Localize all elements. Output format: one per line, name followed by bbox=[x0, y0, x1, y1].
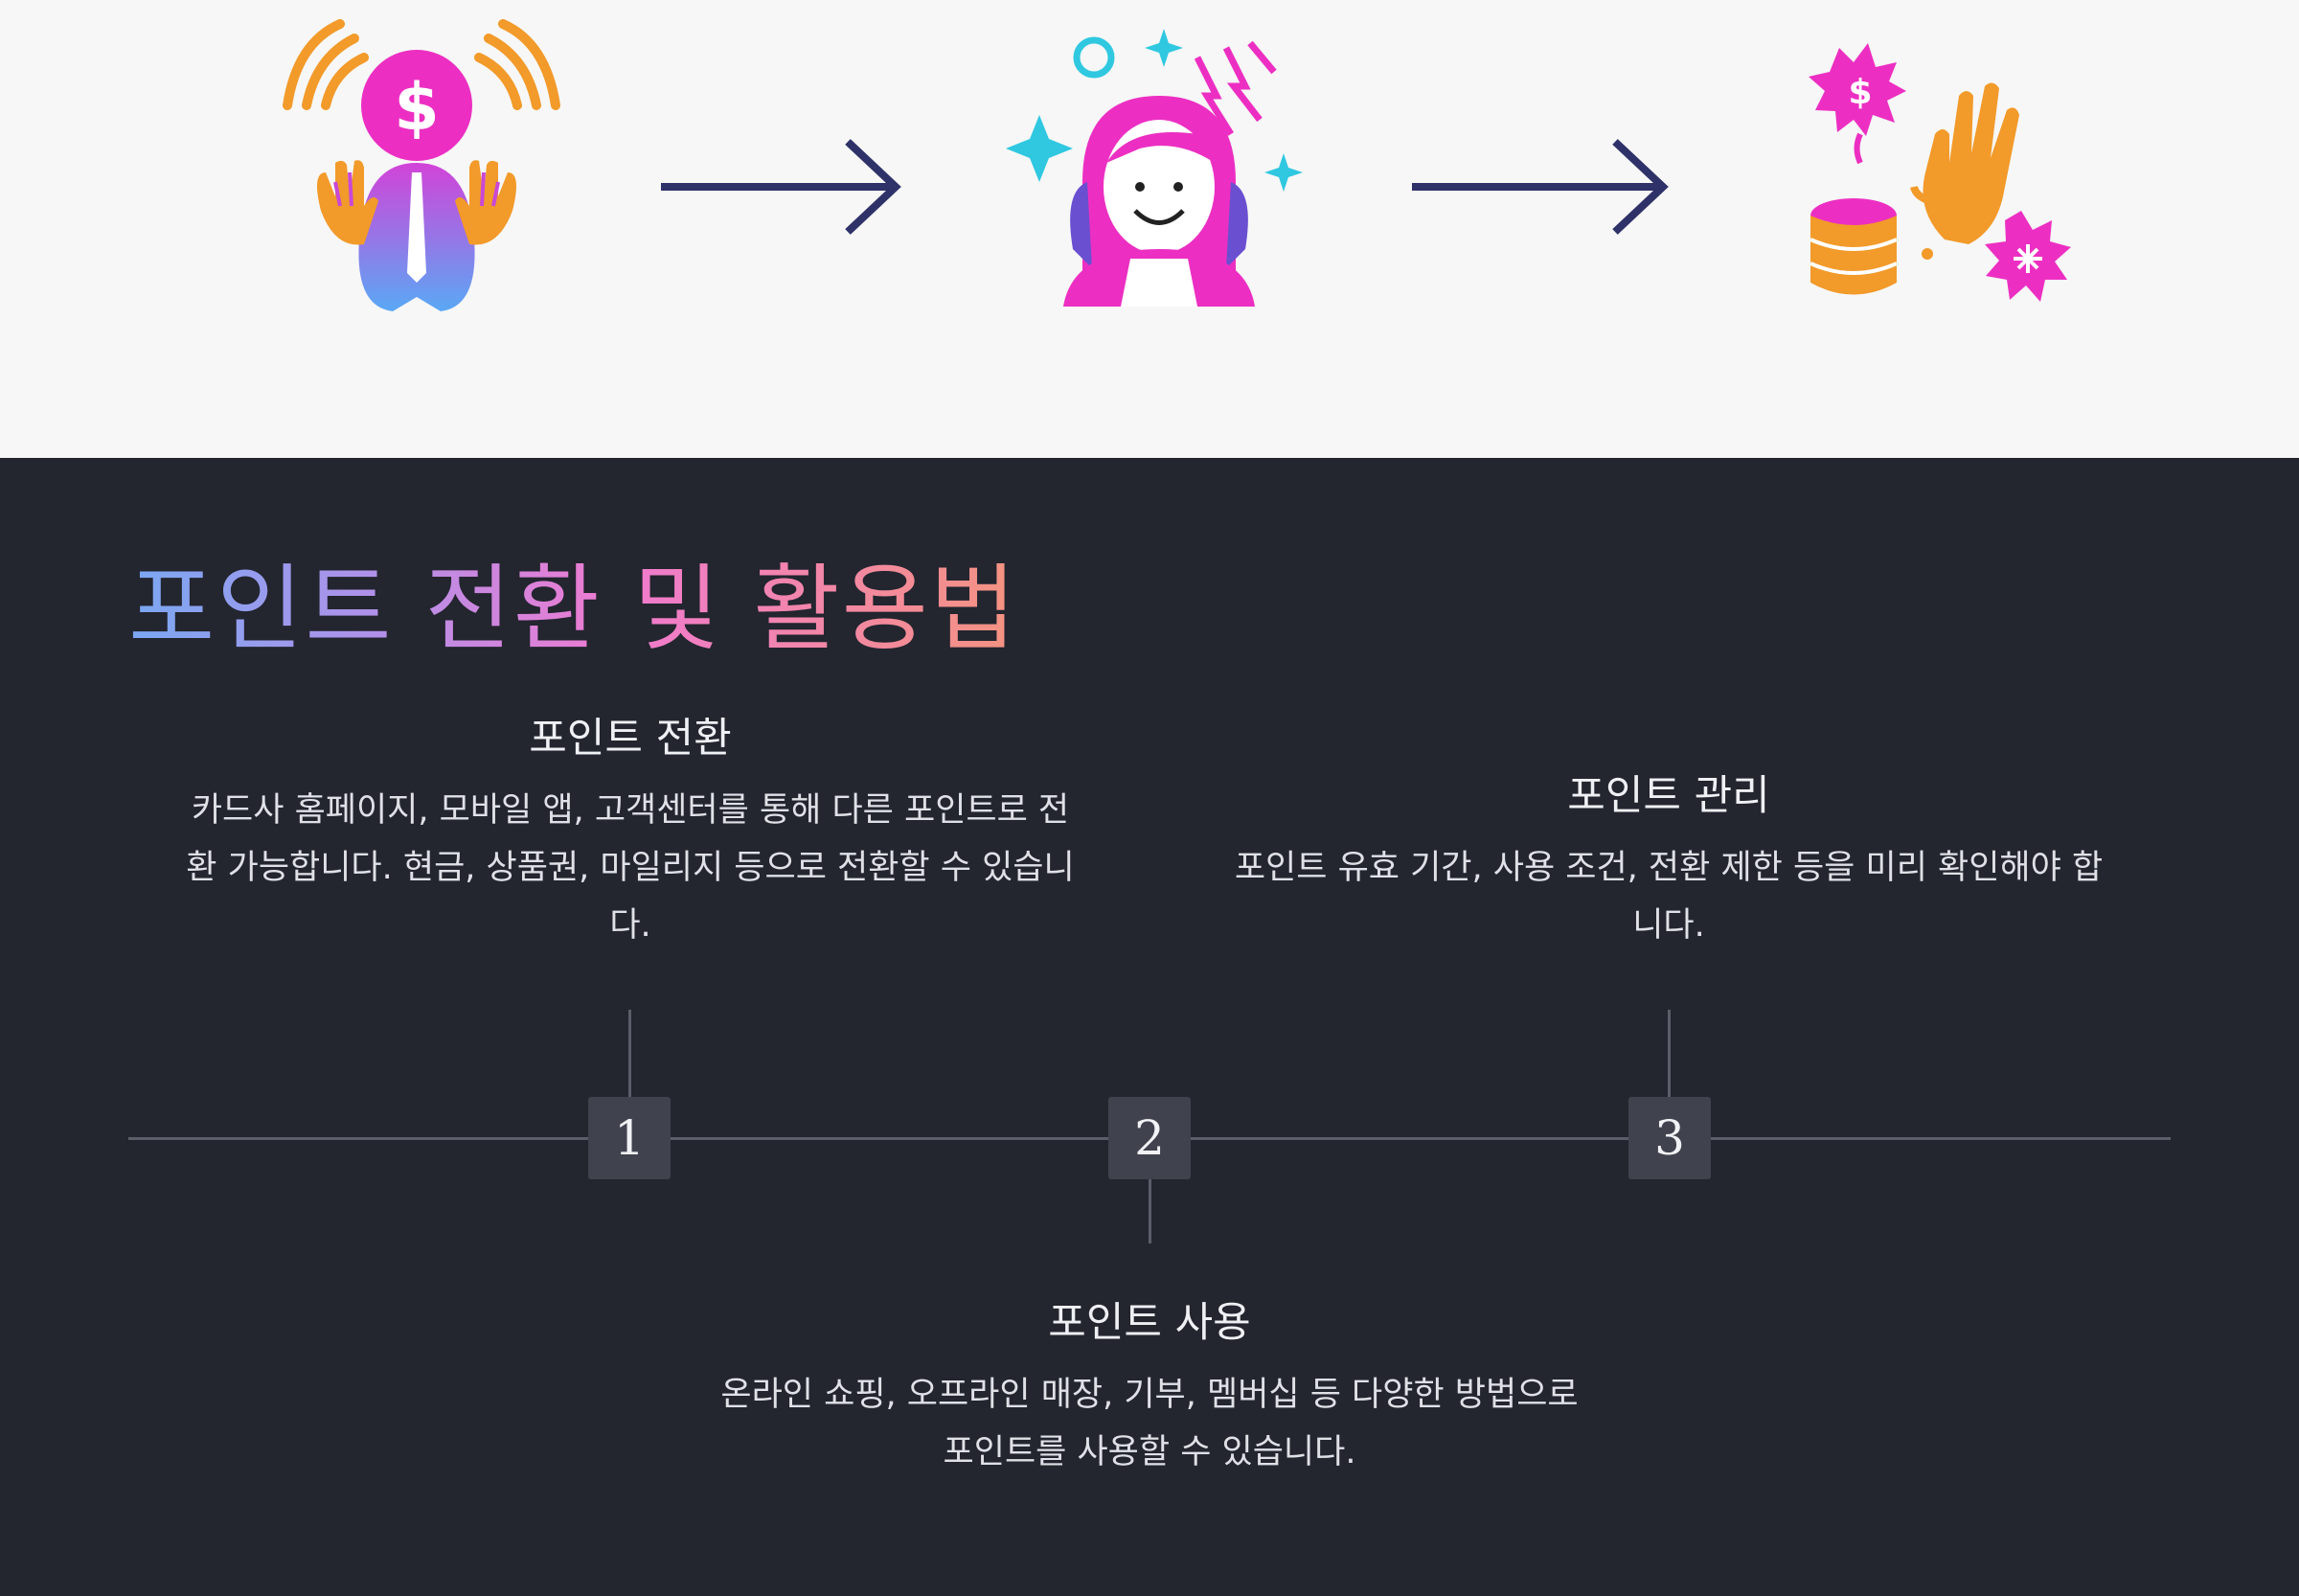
step-description-line: 포인트를 사용할 수 있습니다. bbox=[943, 1432, 1356, 1471]
step-description: 카드사 홈페이지, 모바일 앱, 고객센터를 통해 다른 포인트로 전 환 가능… bbox=[151, 782, 1109, 954]
excited-woman-icon bbox=[1006, 29, 1303, 307]
step-1-card: 포인트 전환 카드사 홈페이지, 모바일 앱, 고객센터를 통해 다른 포인트로… bbox=[151, 715, 1109, 954]
page-title: 포인트 전환 및 활용법 bbox=[128, 554, 1018, 667]
step-heading: 포인트 관리 bbox=[1567, 772, 1770, 820]
svg-text:$: $ bbox=[1848, 73, 1872, 112]
timeline-connector bbox=[1149, 1179, 1151, 1243]
step-description: 온라인 쇼핑, 오프라인 매장, 기부, 멤버십 등 다양한 방법으로 포인트를… bbox=[671, 1366, 1628, 1481]
timeline-connector bbox=[1668, 1010, 1671, 1098]
step-heading: 포인트 사용 bbox=[1048, 1299, 1251, 1347]
arrow-right-icon bbox=[661, 139, 901, 235]
step-heading: 포인트 전환 bbox=[529, 715, 732, 763]
step-number-badge: 3 bbox=[1628, 1097, 1711, 1179]
step-3-card: 포인트 관리 포인트 유효 기간, 사용 조건, 전환 제한 등을 미리 확인해… bbox=[1190, 772, 2148, 954]
step-description-line: 카드사 홈페이지, 모바일 앱, 고객센터를 통해 다른 포인트로 전 bbox=[191, 790, 1070, 830]
step-2-card: 포인트 사용 온라인 쇼핑, 오프라인 매장, 기부, 멤버십 등 다양한 방법… bbox=[671, 1299, 1628, 1481]
step-number-badge: 1 bbox=[588, 1097, 671, 1179]
step-description: 포인트 유효 기간, 사용 조건, 전환 제한 등을 미리 확인해야 합 니다. bbox=[1190, 839, 2148, 954]
arrow-right-icon bbox=[1412, 139, 1669, 235]
step-description-line: 포인트 유효 기간, 사용 조건, 전환 제한 등을 미리 확인해야 합 bbox=[1234, 848, 2104, 887]
step-description-line: 환 가능합니다. 현금, 상품권, 마일리지 등으로 전환할 수 있습니 bbox=[186, 848, 1075, 887]
coins-hand-burst-icon: $ bbox=[1809, 43, 2071, 302]
step-number-badge: 2 bbox=[1108, 1097, 1191, 1179]
timeline-connector bbox=[628, 1010, 631, 1098]
svg-text:$: $ bbox=[394, 70, 439, 146]
step-description-line: 다. bbox=[609, 905, 651, 945]
hero-illustration-banner: $ bbox=[0, 0, 2299, 458]
content-section: 포인트 전환 및 활용법 포인트 전환 카드사 홈페이지, 모바일 앱, 고객센… bbox=[0, 458, 2299, 1596]
step-description-line: 니다. bbox=[1632, 905, 1705, 945]
step-description-line: 온라인 쇼핑, 오프라인 매장, 기부, 멤버십 등 다양한 방법으로 bbox=[720, 1375, 1579, 1414]
praying-hands-coin-icon: $ bbox=[283, 19, 560, 311]
